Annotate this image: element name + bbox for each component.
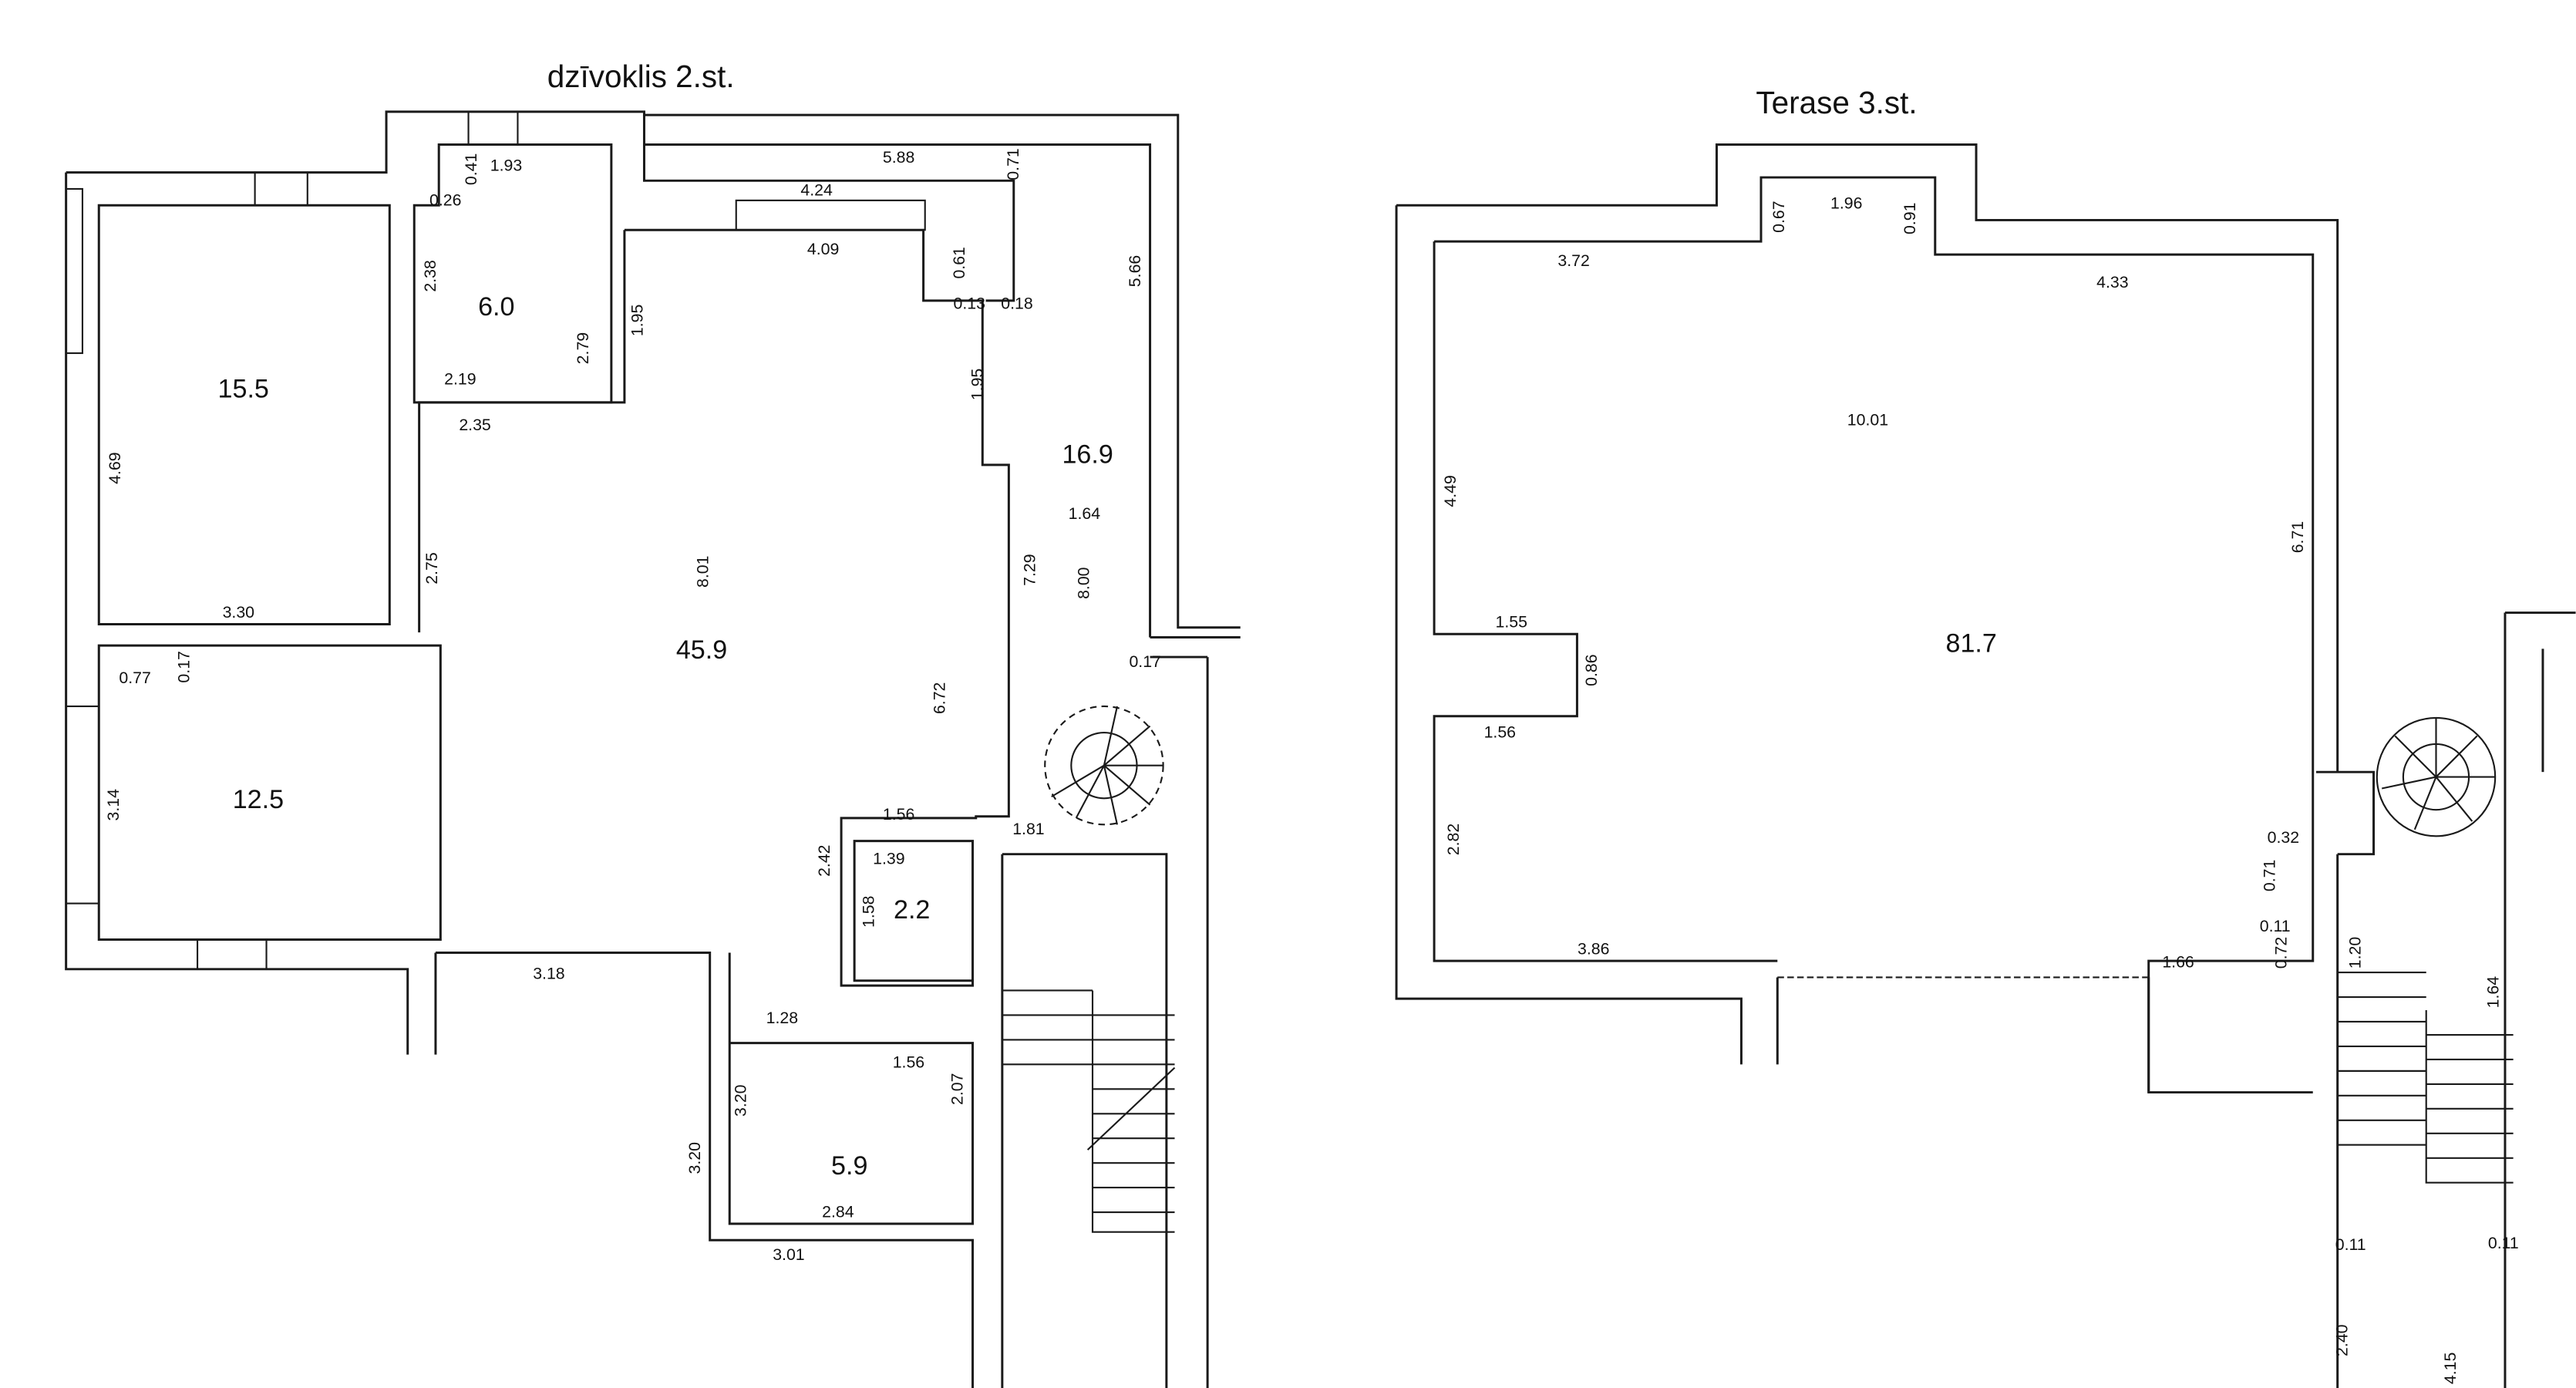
dimension-label: 6.71: [2288, 521, 2307, 553]
dimension-label: 0.18: [1001, 294, 1032, 312]
dimension-label: 1.96: [1830, 194, 1862, 213]
dimension-label: 1.39: [873, 849, 904, 868]
dimension-label: 2.42: [815, 844, 833, 876]
room-area-label: 12.5: [233, 785, 284, 814]
dimension-label: 3.20: [732, 1084, 750, 1117]
windows: [65, 110, 926, 970]
dimension-label: 6.72: [930, 682, 948, 714]
dimension-label: 0.17: [1129, 652, 1160, 671]
walls: [1395, 143, 2576, 1388]
dimension-label: 4.33: [2096, 273, 2128, 291]
dimension-label: 1.81: [1012, 820, 1044, 838]
room-areas: 15.5 6.0 16.9 45.9 12.5 2.2 5.9: [218, 292, 1113, 1181]
dimension-label: 4.15: [2441, 1353, 2460, 1384]
dimension-label: 1.95: [628, 305, 646, 336]
dimension-label: 5.88: [883, 148, 914, 167]
spiral-staircase: [1044, 705, 1164, 826]
dimension-label: 0.41: [462, 153, 480, 185]
dimension-label: 0.72: [2272, 937, 2291, 969]
dimension-label: 2.84: [822, 1202, 854, 1221]
plan-title: dzīvoklis 2.st.: [547, 59, 735, 94]
room-area-label: 5.9: [831, 1151, 867, 1181]
room-area-label: 16.9: [1062, 440, 1113, 470]
dimension-label: 1.56: [883, 805, 914, 824]
dimension-label: 1.66: [2162, 953, 2194, 972]
dimension-label: 1.55: [1495, 613, 1527, 632]
dimension-label: 0.71: [1004, 148, 1022, 180]
floor-plan-3rd-floor-terrace: Terase 3.st. 81.7 0.67 1.96 0.91 3.72: [1395, 85, 2576, 1388]
dimension-label: 0.11: [2335, 1235, 2366, 1254]
dimension-label: 0.11: [2488, 1234, 2519, 1252]
dimension-label: 2.40: [2332, 1324, 2351, 1356]
dimension-label: 8.00: [1075, 567, 1093, 599]
dimension-label: 0.77: [119, 669, 150, 687]
dimension-label: 0.67: [1770, 200, 1788, 232]
dimension-label: 4.24: [800, 180, 833, 199]
dimension-label: 0.26: [429, 190, 461, 209]
dimension-label: 0.32: [2268, 828, 2299, 847]
room-area-label: 6.0: [478, 292, 514, 322]
dimension-label: 0.17: [174, 651, 193, 682]
dimension-label: 1.93: [490, 157, 522, 175]
dimension-label: 3.72: [1557, 251, 1589, 270]
dimension-label: 4.49: [1441, 475, 1460, 507]
room-area-label: 45.9: [676, 635, 727, 665]
dimension-label: 2.38: [421, 260, 439, 291]
dimension-label: 1.64: [1069, 504, 1101, 523]
spiral-staircase: [2376, 716, 2497, 837]
room-area-label: 2.2: [894, 895, 930, 925]
dimension-label: 3.18: [533, 965, 564, 983]
dimension-label: 7.29: [1020, 554, 1039, 585]
floor-plan-2nd-floor: dzīvoklis 2.st.: [65, 59, 1241, 1388]
dimension-label: 1.20: [2346, 937, 2365, 969]
plan-title: Terase 3.st.: [1756, 85, 1917, 120]
walls: [65, 110, 1241, 1388]
dimension-label: 2.79: [574, 332, 592, 364]
straight-staircase: [1002, 989, 1176, 1233]
dimension-label: 5.66: [1126, 255, 1144, 287]
room-area-label: 15.5: [218, 375, 269, 404]
dimension-label: 3.86: [1578, 940, 1609, 958]
dimension-label: 1.64: [2483, 976, 2502, 1009]
dimension-label: 0.91: [1901, 203, 1919, 234]
dimension-label: 3.01: [773, 1245, 804, 1264]
dimension-label: 2.19: [444, 369, 476, 388]
dimension-label: 2.07: [948, 1073, 967, 1105]
dimension-label: 2.75: [423, 552, 441, 584]
dimension-label: 4.69: [106, 452, 124, 483]
dimension-label: 0.61: [950, 247, 968, 278]
dimension-label: 0.11: [2260, 917, 2291, 935]
dimension-label: 0.86: [1582, 654, 1601, 686]
dimension-label: 1.56: [1484, 723, 1516, 741]
dimension-labels: 1.93 0.41 0.26 2.38 2.79 2.19 2.35 1.95 …: [104, 148, 1161, 1264]
dimension-label: 1.28: [766, 1009, 798, 1027]
straight-staircase: [2337, 972, 2514, 1184]
dimension-label: 1.95: [968, 369, 986, 400]
dimension-label: 3.20: [685, 1142, 704, 1174]
dimension-label: 3.14: [104, 789, 123, 821]
dimension-labels: 0.67 1.96 0.91 3.72 4.33 10.01 4.49 6.71…: [1441, 194, 2519, 1385]
dimension-label: 10.01: [1847, 411, 1888, 430]
dimension-label: 2.82: [1444, 824, 1463, 855]
dimension-label: 0.71: [2261, 860, 2279, 891]
dimension-label: 3.30: [223, 603, 255, 622]
room-areas: 81.7: [1945, 629, 1996, 659]
dimension-label: 8.01: [694, 556, 712, 588]
dimension-label: 4.09: [807, 240, 839, 258]
room-area-label: 81.7: [1945, 629, 1996, 659]
dimension-label: 2.35: [459, 416, 490, 434]
dimension-label: 0.13: [954, 294, 985, 312]
dimension-label: 1.56: [893, 1053, 924, 1072]
dimension-label: 1.58: [860, 896, 878, 928]
